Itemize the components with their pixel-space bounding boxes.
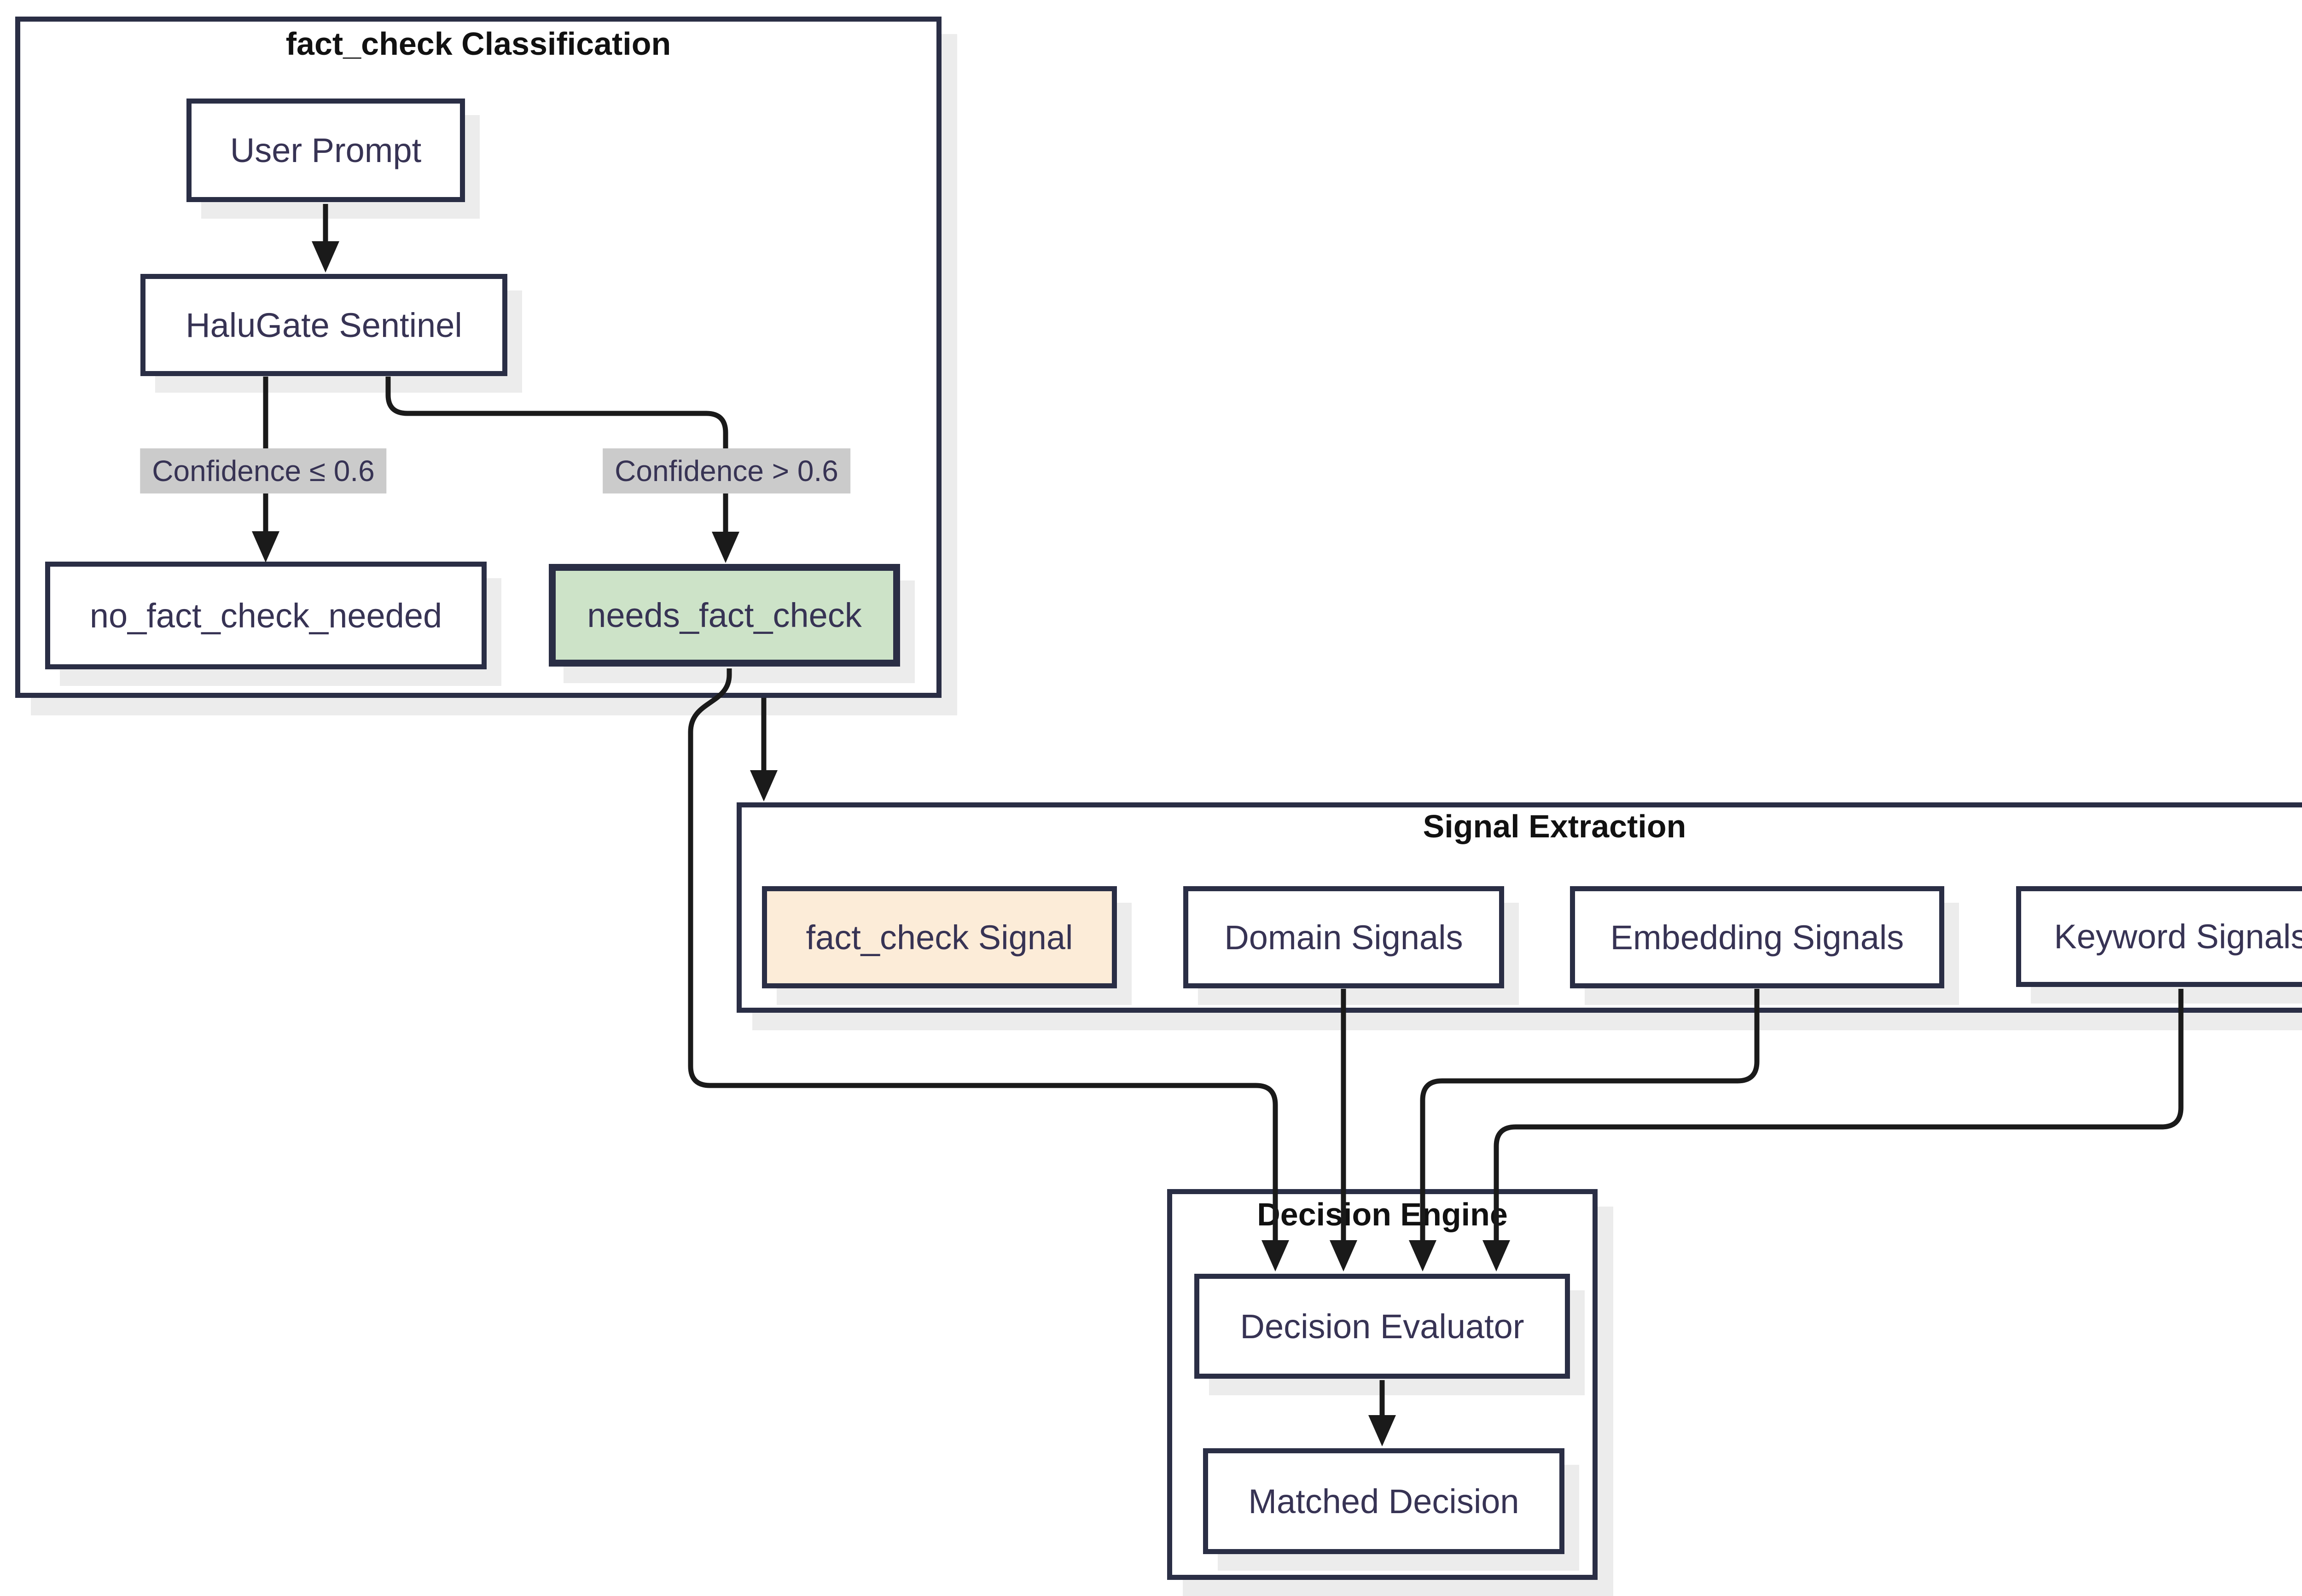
node-halugate-sentinel: HaluGate Sentinel (140, 274, 507, 376)
node-keyword-signals: Keyword Signals (2016, 886, 2302, 987)
node-fact-check-signal-label: fact_check Signal (806, 918, 1073, 957)
arrowhead-signal-extraction (750, 770, 778, 801)
node-needs-fact-check: needs_fact_check (549, 564, 900, 667)
node-decision-evaluator-label: Decision Evaluator (1240, 1307, 1524, 1346)
node-matched-decision-label: Matched Decision (1248, 1482, 1519, 1521)
node-embedding-signals: Embedding Signals (1570, 886, 1944, 988)
node-no-fact-check-needed: no_fact_check_needed (45, 562, 487, 669)
node-no-fact-check-needed-label: no_fact_check_needed (89, 596, 442, 635)
edge-label-confidence-low: Confidence ≤ 0.6 (140, 448, 387, 493)
node-decision-evaluator: Decision Evaluator (1194, 1274, 1570, 1379)
node-fact-check-signal: fact_check Signal (762, 886, 1117, 988)
node-user-prompt-label: User Prompt (230, 131, 422, 169)
node-halugate-sentinel-label: HaluGate Sentinel (186, 306, 462, 344)
node-keyword-signals-label: Keyword Signals (2054, 917, 2302, 956)
node-needs-fact-check-label: needs_fact_check (587, 596, 862, 634)
edge-keyword-signals-to-decision-evaluator (1494, 989, 2184, 1243)
node-matched-decision: Matched Decision (1203, 1448, 1564, 1554)
node-domain-signals: Domain Signals (1183, 886, 1504, 988)
node-domain-signals-label: Domain Signals (1224, 918, 1463, 957)
node-embedding-signals-label: Embedding Signals (1610, 918, 1904, 957)
node-user-prompt: User Prompt (186, 99, 465, 202)
edge-label-confidence-high: Confidence > 0.6 (603, 448, 850, 493)
